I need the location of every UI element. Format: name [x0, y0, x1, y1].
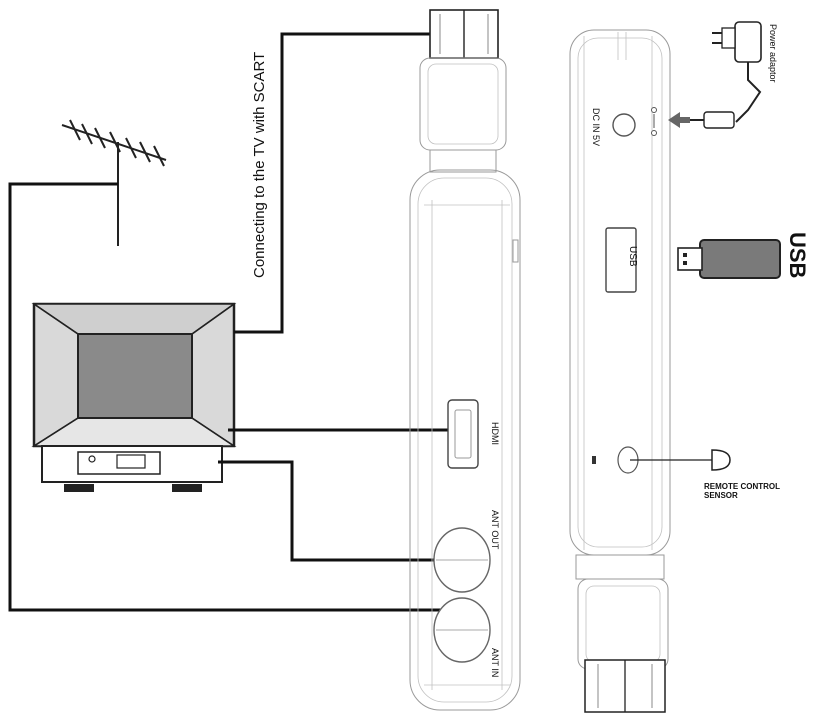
tv-screen [77, 333, 193, 419]
usb-stick-icon [677, 239, 781, 279]
hdmi-label: HDMI [490, 422, 500, 445]
scart-cable [234, 32, 430, 334]
ant-out-label: ANT OUT [490, 510, 500, 550]
cables [8, 32, 470, 612]
usb-port [605, 227, 637, 293]
dc-in-label: DC IN 5V [591, 108, 601, 146]
dc-jack [612, 113, 636, 137]
tv-icon [31, 302, 237, 492]
scart-label: Connecting to the TV with SCART [251, 52, 268, 278]
power-adaptor-icon [668, 21, 762, 129]
receiver-top-view [569, 29, 671, 713]
receiver-side-view [409, 9, 521, 711]
antenna-icon [61, 119, 167, 246]
usb-port-label: USB [627, 246, 638, 267]
ant-out-cable [218, 460, 470, 562]
remote-sensor-icon [630, 449, 731, 471]
remote-sensor-label-1: REMOTE CONTROL [704, 482, 780, 491]
ant-in-label: ANT IN [490, 648, 500, 677]
power-adaptor-label: Power adaptor [768, 24, 778, 83]
usb-label: USB [785, 232, 810, 278]
remote-sensor-label-2: SENSOR [704, 491, 738, 500]
antenna-cable [8, 182, 470, 612]
